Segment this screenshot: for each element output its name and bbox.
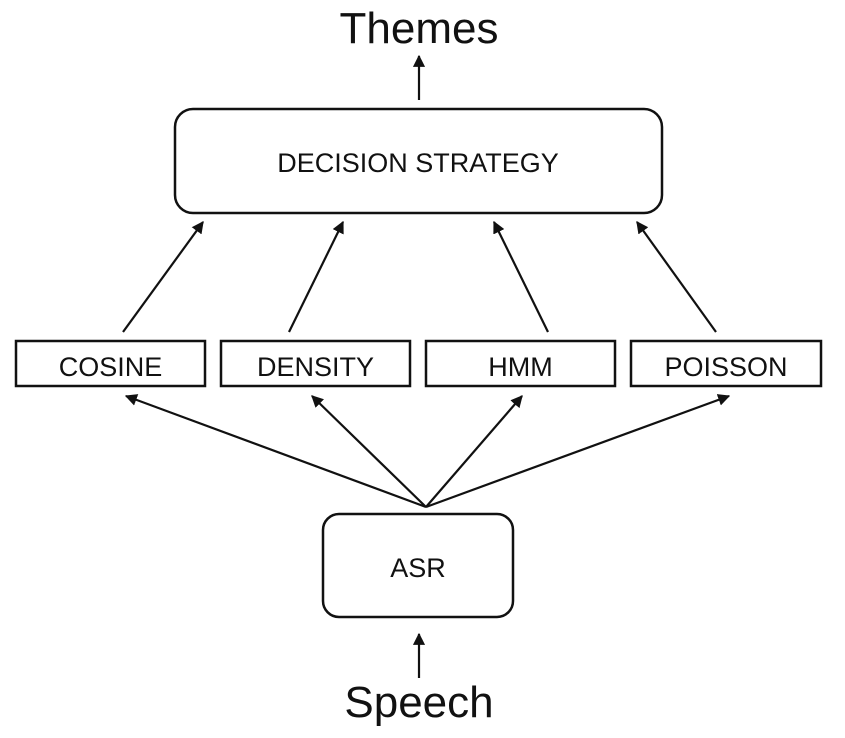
classifier-poisson-label: POISSON — [664, 352, 787, 382]
arrow-cosine-to-decision — [122, 221, 204, 333]
asr-label: ASR — [390, 553, 446, 583]
output-label: Themes — [340, 4, 499, 53]
classifier-hmm-label: HMM — [488, 352, 552, 382]
arrow-hmm-to-decision — [493, 220, 549, 333]
classifier-density-box: DENSITY — [219, 339, 412, 388]
decision-strategy-label: DECISION STRATEGY — [277, 148, 559, 178]
classifier-density-label: DENSITY — [257, 352, 374, 382]
arrow-asr-to-cosine — [124, 394, 427, 509]
asr-box: ASR — [321, 512, 515, 619]
decision-strategy-box: DECISION STRATEGY — [173, 107, 664, 215]
classifier-poisson-box: POISSON — [629, 339, 823, 388]
classifier-hmm-box: HMM — [424, 339, 617, 388]
arrow-asr-to-density — [311, 395, 427, 508]
arrow-poisson-to-decision — [636, 221, 717, 333]
classifier-cosine-label: COSINE — [59, 352, 163, 382]
arrow-asr-to-hmm — [425, 395, 523, 508]
classifier-cosine-box: COSINE — [14, 339, 207, 388]
arrow-asr-to-poisson — [425, 394, 731, 509]
input-label: Speech — [344, 678, 493, 727]
arrow-density-to-decision — [288, 220, 344, 333]
